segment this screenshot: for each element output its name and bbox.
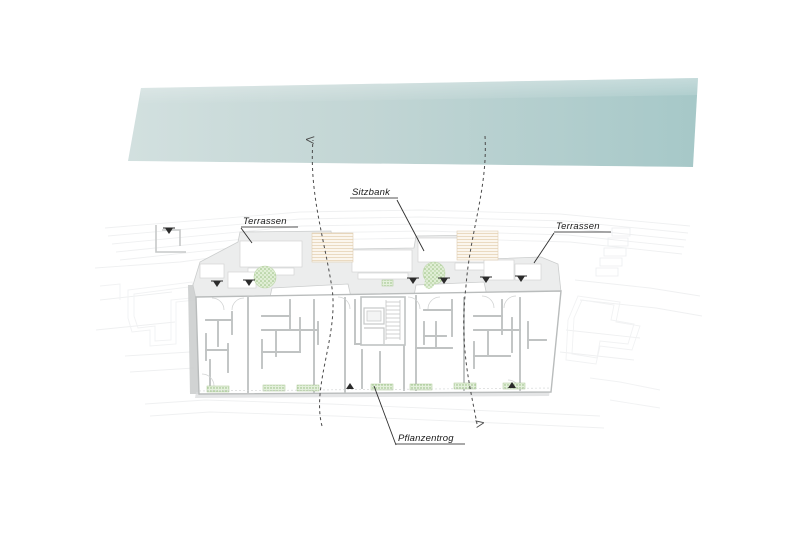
entry-marker (163, 227, 175, 234)
entry-marker-bottom (346, 383, 354, 389)
site-steps-right (595, 227, 631, 277)
annotation-label: Sitzbank (352, 187, 391, 198)
site-contour-lines (94, 209, 703, 429)
annotation-terrassen-right: Terrassen (554, 221, 611, 233)
leader-sitzbank (396, 199, 425, 252)
entry-markers (163, 227, 527, 389)
flow-arrow-right (463, 135, 486, 424)
entry-marker (211, 280, 223, 287)
annotation-sitzbank: Sitzbank (350, 187, 398, 199)
annotation-terrassen-left: Terrassen (241, 216, 298, 228)
annotation-leaders (240, 199, 555, 446)
entry-marker (407, 277, 419, 284)
annotation-label: Terrassen (243, 216, 287, 227)
leader-terrassen-left (240, 227, 253, 244)
flow-arrows (312, 135, 486, 427)
central-stairwell (360, 296, 406, 346)
tree-2 (422, 261, 446, 289)
annotation-pflanzentrog: Pflanzentrog (396, 433, 465, 445)
entry-marker (438, 277, 450, 284)
terrace-left (311, 232, 354, 263)
entry-marker-bottom (508, 382, 516, 388)
annotation-label: Terrassen (556, 221, 600, 232)
site-terrain-left (99, 281, 197, 347)
site-terrain-right (565, 295, 661, 409)
tree-1 (253, 265, 277, 289)
terrace-right (456, 230, 499, 261)
interior-walls (205, 295, 547, 393)
entry-marker (480, 276, 492, 283)
door-swings (201, 295, 521, 393)
entry-marker (515, 275, 527, 282)
leader-terrassen-right (533, 232, 555, 264)
leader-pflanzentrog (373, 385, 397, 446)
teal-gradient-band (128, 78, 698, 171)
entry-marker (243, 279, 255, 286)
annotation-label: Pflanzentrog (398, 433, 454, 444)
flow-arrow-left (312, 140, 334, 427)
